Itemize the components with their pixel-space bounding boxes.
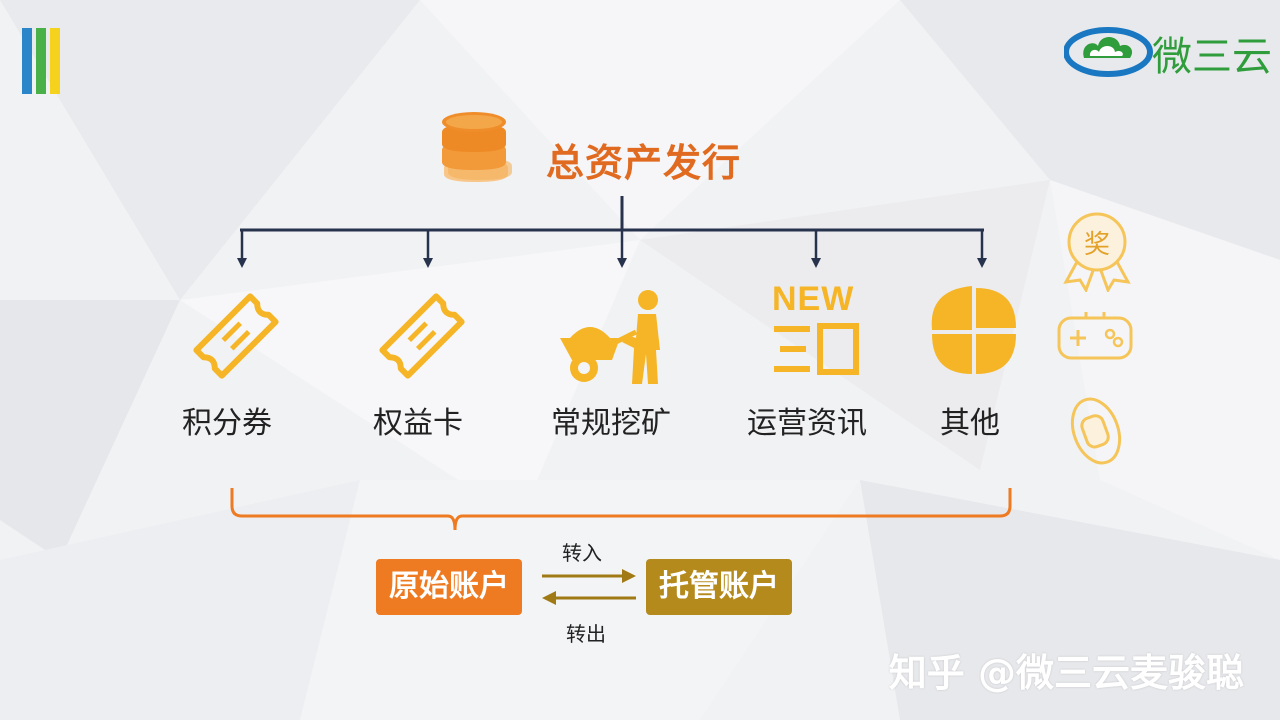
transfer-out-label: 转出: [566, 622, 606, 646]
card-icon: [379, 293, 465, 379]
brand-name: 微三云: [1152, 34, 1272, 80]
transfer-in-label: 转入: [562, 541, 602, 565]
category-label-mining: 常规挖矿: [551, 406, 671, 441]
original-account-box: 原始账户: [376, 559, 522, 615]
gamepad-icon: [1057, 312, 1133, 360]
award-char: 奖: [1084, 230, 1110, 260]
category-label-points-coupon: 积分券: [182, 406, 272, 441]
category-label-equity-card: 权益卡: [373, 406, 463, 441]
category-label-other: 其他: [940, 406, 1000, 441]
band-icon: [1070, 397, 1122, 465]
clover-icon: [931, 286, 1016, 374]
stripes-logo-icon: [22, 28, 60, 94]
coin-stack-icon: [442, 112, 512, 182]
news-icon: [774, 323, 859, 375]
ticket-icon: [193, 293, 279, 379]
mining-icon: [560, 290, 660, 384]
new-badge: NEW: [772, 280, 855, 318]
hosted-account-box: 托管账户: [646, 559, 792, 615]
diagram-root-title: 总资产发行: [546, 141, 742, 185]
watermark-text: 知乎 @微三云麦骏聪: [888, 651, 1244, 695]
cloud-logo-icon: [1064, 27, 1153, 77]
category-label-news: 运营资讯: [747, 406, 867, 441]
award-icon: 奖: [1063, 212, 1131, 292]
